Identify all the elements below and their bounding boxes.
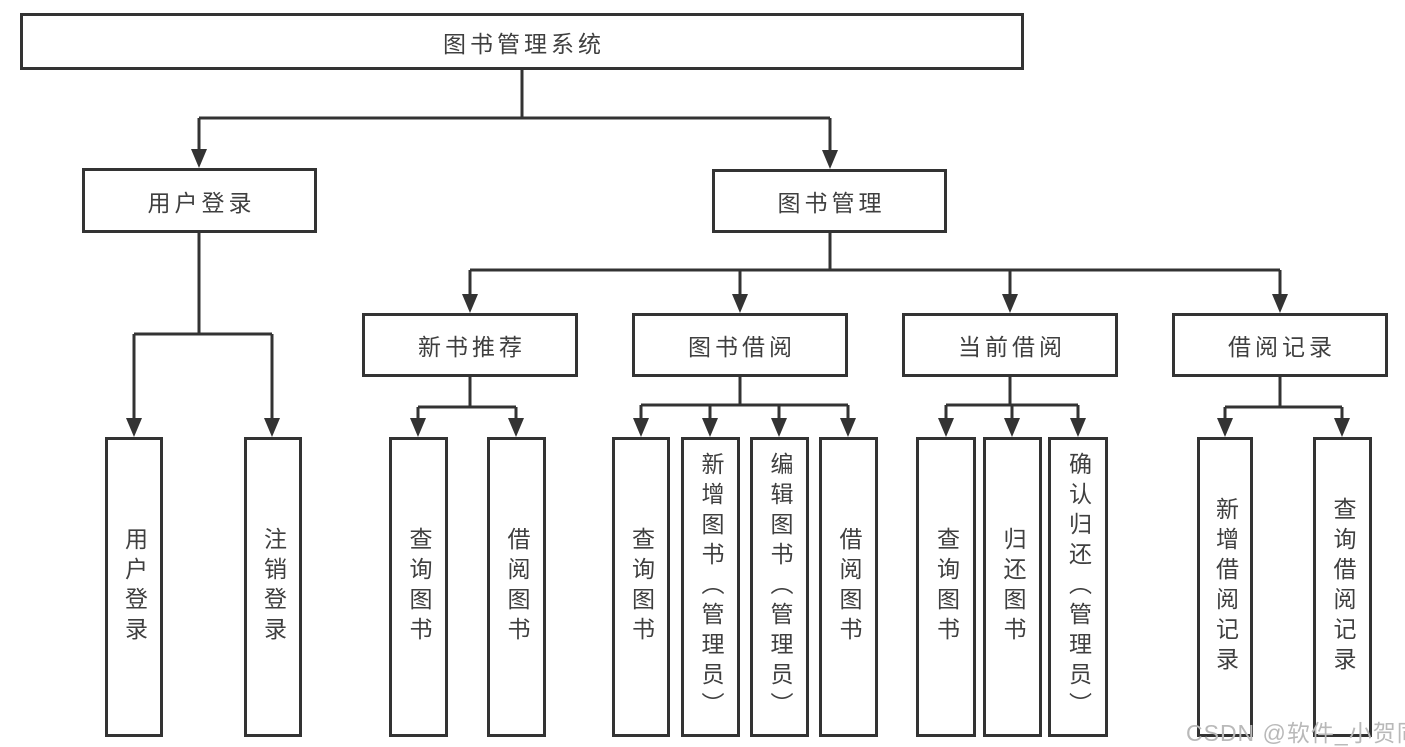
leaf-current-confirm-return-admin-label: 确认归还（管理员） [1065, 452, 1092, 722]
node-new-book-recommend-label: 新书推荐 [418, 334, 526, 360]
leaf-records-query-record-label: 查询借阅记录 [1330, 497, 1356, 677]
leaf-logout-label: 注销登录 [260, 527, 287, 647]
leaf-borrow-borrow-books-label: 借阅图书 [836, 527, 862, 647]
leaf-borrow-query-books: 查询图书 [612, 437, 670, 737]
node-current-borrowing-label: 当前借阅 [958, 334, 1066, 360]
leaf-user-login: 用户登录 [105, 437, 163, 737]
leaf-records-add-record: 新增借阅记录 [1197, 437, 1253, 737]
leaf-newbook-borrow-books: 借阅图书 [487, 437, 546, 737]
leaf-user-login-label: 用户登录 [121, 527, 148, 647]
leaf-newbook-borrow-books-label: 借阅图书 [504, 527, 530, 647]
node-borrowing-records-label: 借阅记录 [1228, 334, 1336, 360]
node-book-management-label: 图书管理 [777, 190, 886, 216]
node-book-management: 图书管理 [712, 169, 947, 233]
leaf-current-confirm-return-admin: 确认归还（管理员） [1048, 437, 1108, 737]
leaf-borrow-borrow-books: 借阅图书 [819, 437, 878, 737]
node-new-book-recommend: 新书推荐 [362, 313, 578, 377]
leaf-newbook-query-books: 查询图书 [389, 437, 448, 737]
leaf-current-query-books-label: 查询图书 [933, 527, 960, 647]
leaf-newbook-query-books-label: 查询图书 [406, 527, 432, 647]
leaf-borrow-edit-books-admin-label: 编辑图书（管理员） [767, 452, 793, 722]
leaf-borrow-edit-books-admin: 编辑图书（管理员） [750, 437, 809, 737]
node-book-borrowing: 图书借阅 [632, 313, 848, 377]
node-book-borrowing-label: 图书借阅 [688, 334, 796, 360]
leaf-current-return-books-label: 归还图书 [1000, 527, 1026, 647]
leaf-current-query-books: 查询图书 [916, 437, 976, 737]
node-borrowing-records: 借阅记录 [1172, 313, 1388, 377]
node-user-login-label: 用户登录 [147, 189, 256, 216]
node-user-login: 用户登录 [82, 168, 317, 233]
node-library-system-label: 图书管理系统 [443, 30, 605, 57]
leaf-records-query-record: 查询借阅记录 [1313, 437, 1372, 737]
node-current-borrowing: 当前借阅 [902, 313, 1118, 377]
node-library-system: 图书管理系统 [20, 13, 1024, 70]
leaf-borrow-add-books-admin: 新增图书（管理员） [681, 437, 740, 737]
leaf-borrow-query-books-label: 查询图书 [628, 527, 655, 647]
csdn-watermark: CSDN @软件_小贺同学 [1186, 720, 1405, 746]
leaf-records-add-record-label: 新增借阅记录 [1212, 497, 1239, 677]
leaf-logout: 注销登录 [244, 437, 302, 737]
leaf-borrow-add-books-admin-label: 新增图书（管理员） [698, 452, 724, 722]
leaf-current-return-books: 归还图书 [983, 437, 1042, 737]
